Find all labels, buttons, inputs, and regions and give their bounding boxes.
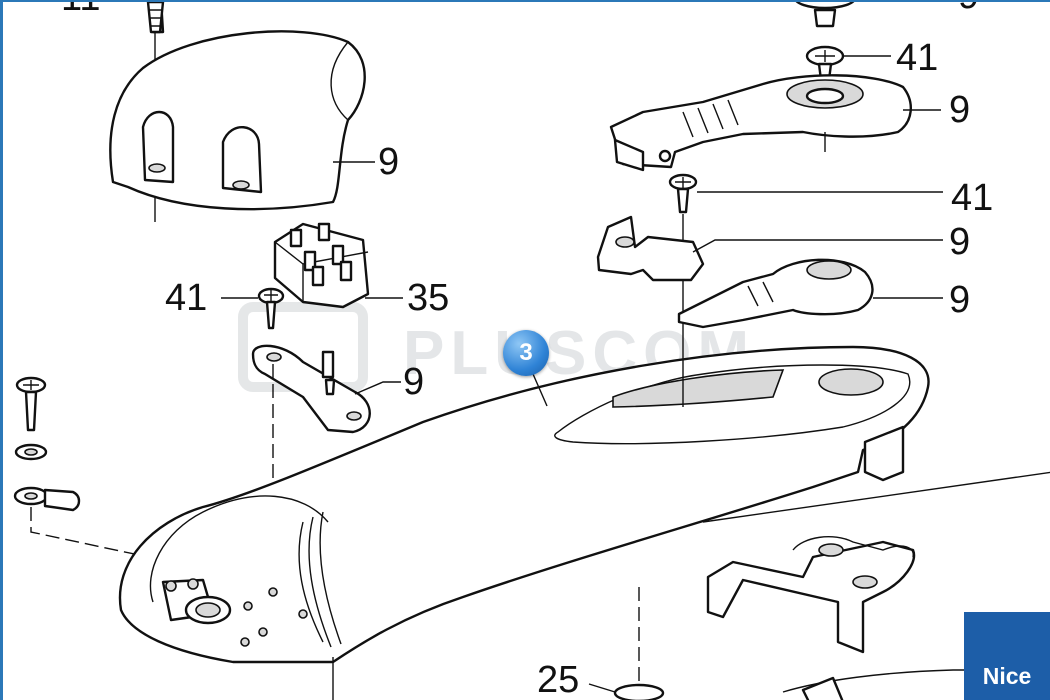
callout-latch-right: 9: [949, 221, 970, 263]
callout-screw-left: 41: [165, 277, 207, 319]
callout-top-right-partial: 9: [958, 2, 979, 17]
main-housing: [118, 345, 930, 700]
top-right-arm: [609, 2, 941, 172]
lower-bracket: [702, 471, 1050, 700]
release-key: [677, 258, 943, 329]
left-hardware: [13, 376, 154, 592]
o-ring: [588, 587, 665, 700]
callout-cover-left: 9: [378, 141, 399, 183]
latch: [596, 215, 943, 282]
callout-screw-mid-right: 41: [951, 177, 993, 219]
dome-cover: [109, 2, 375, 222]
callout-top-left-partial: 11: [61, 2, 100, 19]
brand-name: Nice: [982, 663, 1032, 689]
hotspot-leader: [532, 373, 548, 407]
top-left-screw: [146, 2, 165, 34]
mounting-bracket: [251, 344, 401, 602]
hotspot-number: 3: [519, 339, 533, 366]
callout-labels: 11 9 41 9 9 41 9 35 41 9 9 25: [61, 2, 993, 700]
hotspot-badge-3[interactable]: 3: [503, 330, 549, 376]
callout-screw-top-right: 41: [896, 37, 938, 79]
diagram-canvas: PLUSCOM: [13, 2, 1050, 700]
callout-oring-bottom: 25: [537, 659, 579, 700]
callout-arm-top-right: 9: [949, 89, 970, 131]
terminal-block: [273, 222, 403, 309]
callout-terminal-block: 35: [407, 277, 449, 319]
screw-left: [221, 287, 285, 330]
callout-key-right: 9: [949, 279, 970, 321]
brand-logo: Nice: [964, 612, 1050, 700]
callout-bracket-left: 9: [403, 361, 424, 403]
